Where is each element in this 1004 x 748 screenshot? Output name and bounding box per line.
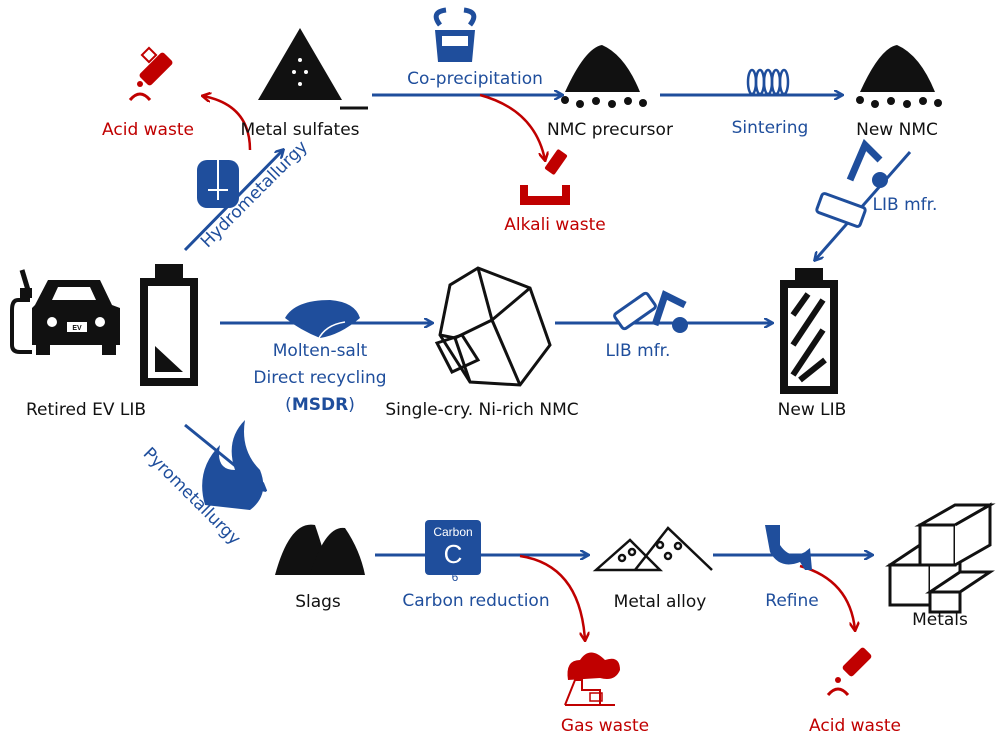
molten-salt-icon xyxy=(285,300,360,341)
label-refine: Refine xyxy=(765,591,818,611)
label-gas-waste: Gas waste xyxy=(561,716,649,736)
label-single-cry: Single-cry. Ni-rich NMC xyxy=(385,400,578,420)
acid-bottle-icon xyxy=(128,46,173,102)
arrow-gas xyxy=(519,554,585,640)
beaker-icon xyxy=(433,7,477,62)
carbon-tile-name: Carbon xyxy=(433,525,472,539)
label-coprecipitation: Co-precipitation xyxy=(407,69,543,89)
label-nmc-precursor: NMC precursor xyxy=(547,120,673,140)
label-slags: Slags xyxy=(295,592,341,612)
full-battery-icon xyxy=(780,268,838,394)
arrow-alkali xyxy=(479,93,545,160)
label-acid-waste-top: Acid waste xyxy=(102,120,194,140)
ev-badge: EV xyxy=(72,325,82,332)
label-lib-mfr-mid: LIB mfr. xyxy=(606,341,671,361)
label-retired-ev-lib: Retired EV LIB xyxy=(26,400,146,420)
label-carbon-reduction: Carbon reduction xyxy=(402,591,549,611)
label-acid-waste-bottom: Acid waste xyxy=(809,716,901,736)
single-crystal-icon xyxy=(434,266,552,387)
label-metal-alloy: Metal alloy xyxy=(614,592,707,612)
empty-battery-icon xyxy=(140,264,198,386)
flame-icon xyxy=(202,420,264,510)
label-direct-recycling: Direct recycling xyxy=(253,368,386,388)
label-alkali-waste: Alkali waste xyxy=(504,215,605,235)
nmc-precursor-pile-icon xyxy=(561,45,647,108)
label-new-nmc: New NMC xyxy=(856,120,938,140)
carbon-tile-icon: Carbon C 6 xyxy=(425,520,481,584)
metal-bars-icon xyxy=(885,502,996,614)
robot-arm-battery-icon-top xyxy=(815,138,888,228)
coil-icon xyxy=(740,68,790,97)
carbon-tile-symbol: C xyxy=(444,539,463,569)
factory-gas-icon xyxy=(564,652,620,706)
metal-alloy-pile-icon xyxy=(592,526,713,572)
label-metal-sulfates: Metal sulfates xyxy=(240,120,359,140)
label-new-lib: New LIB xyxy=(778,400,847,420)
carbon-tile-number: 6 xyxy=(452,570,459,584)
ev-car-icon: EV xyxy=(10,269,120,355)
metal-sulfates-pile-icon xyxy=(258,28,368,110)
robot-arm-battery-icon-mid xyxy=(613,290,688,333)
arrow-acid-top xyxy=(203,96,252,151)
label-lib-mfr-top: LIB mfr. xyxy=(873,195,938,215)
alkali-waste-icon xyxy=(520,149,570,205)
label-metals: Metals xyxy=(912,610,968,630)
refine-icon xyxy=(765,525,812,570)
slags-pile-icon xyxy=(275,524,365,575)
label-sintering: Sintering xyxy=(732,118,809,138)
label-molten-salt: Molten-salt xyxy=(273,341,368,361)
new-nmc-pile-icon xyxy=(856,45,942,108)
reactor-icon xyxy=(197,150,239,208)
label-msdr: (MSDR) xyxy=(285,395,355,415)
acid-bottle-icon-bottom xyxy=(826,647,872,697)
